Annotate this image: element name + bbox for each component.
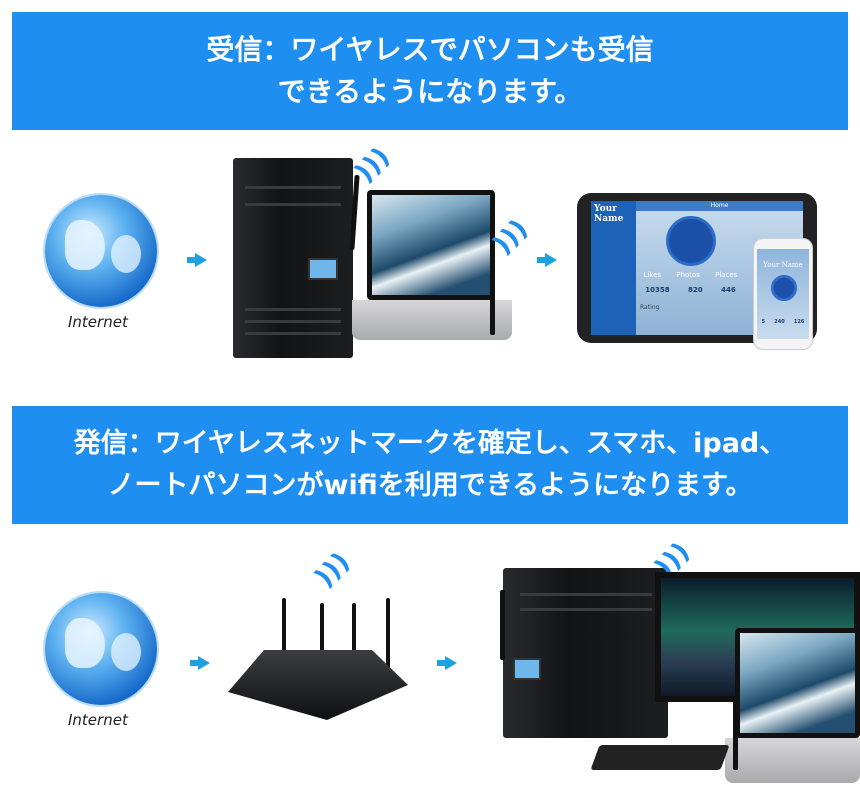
arrow-icon bbox=[187, 253, 207, 267]
tablet-user-name: Your Name bbox=[594, 204, 624, 224]
keyboard bbox=[590, 745, 730, 770]
globe-icon bbox=[45, 195, 157, 307]
router bbox=[228, 650, 408, 720]
tablet-header: Home bbox=[710, 202, 729, 209]
router-antenna bbox=[320, 603, 324, 663]
desktop-tower bbox=[503, 568, 668, 738]
stat-label: Places bbox=[715, 271, 738, 279]
laptop-screen bbox=[735, 628, 860, 738]
receive-line-1: 受信：ワイヤレスでパソコンも受信 bbox=[206, 33, 654, 66]
stat-value: 10358 bbox=[645, 286, 670, 294]
arrow-icon bbox=[437, 656, 457, 670]
stat-value: 820 bbox=[688, 286, 703, 294]
stat-label: Likes bbox=[643, 271, 662, 279]
router-antenna bbox=[282, 598, 286, 678]
router-antenna bbox=[352, 603, 356, 673]
rating-label: Rating bbox=[640, 304, 660, 311]
avatar bbox=[666, 216, 716, 266]
stat-value: 5 bbox=[761, 319, 766, 325]
desktop-tower bbox=[233, 158, 353, 358]
phone-user-name: Your Name bbox=[763, 261, 803, 269]
stat-value: 240 bbox=[774, 319, 785, 325]
router-antenna bbox=[386, 598, 390, 688]
tablet-sidebar: Your Name bbox=[591, 201, 636, 335]
antenna bbox=[733, 700, 738, 770]
arrow-icon bbox=[190, 656, 210, 670]
avatar bbox=[771, 275, 797, 301]
receive-banner: 受信：ワイヤレスでパソコンも受信 できるようになります。 bbox=[12, 12, 848, 130]
internet-label: Internet bbox=[68, 711, 128, 729]
send-banner: 発信：ワイヤレスネットマークを確定し、スマホ、ipad、 ノートパソコンがwif… bbox=[12, 406, 848, 524]
arrow-icon bbox=[537, 253, 557, 267]
laptop-keyboard bbox=[352, 300, 512, 340]
globe-icon bbox=[45, 593, 157, 705]
send-line-1: 発信：ワイヤレスネットマークを確定し、スマホ、ipad、 bbox=[73, 428, 787, 459]
antenna bbox=[490, 255, 495, 335]
antenna bbox=[500, 590, 505, 660]
stat-label: Photos bbox=[676, 271, 700, 279]
stat-value: 446 bbox=[721, 286, 736, 294]
send-line-2: ノートパソコンがwifiを利用できるようになります。 bbox=[107, 470, 753, 501]
receive-line-2: できるようになります。 bbox=[277, 75, 583, 108]
wifi-icon: ))) bbox=[309, 546, 357, 594]
smartphone: Your Name 5 240 126 bbox=[753, 238, 813, 350]
stat-value: 126 bbox=[793, 319, 805, 325]
internet-label: Internet bbox=[68, 313, 128, 331]
laptop-screen bbox=[367, 190, 495, 300]
laptop-keyboard bbox=[725, 738, 860, 783]
